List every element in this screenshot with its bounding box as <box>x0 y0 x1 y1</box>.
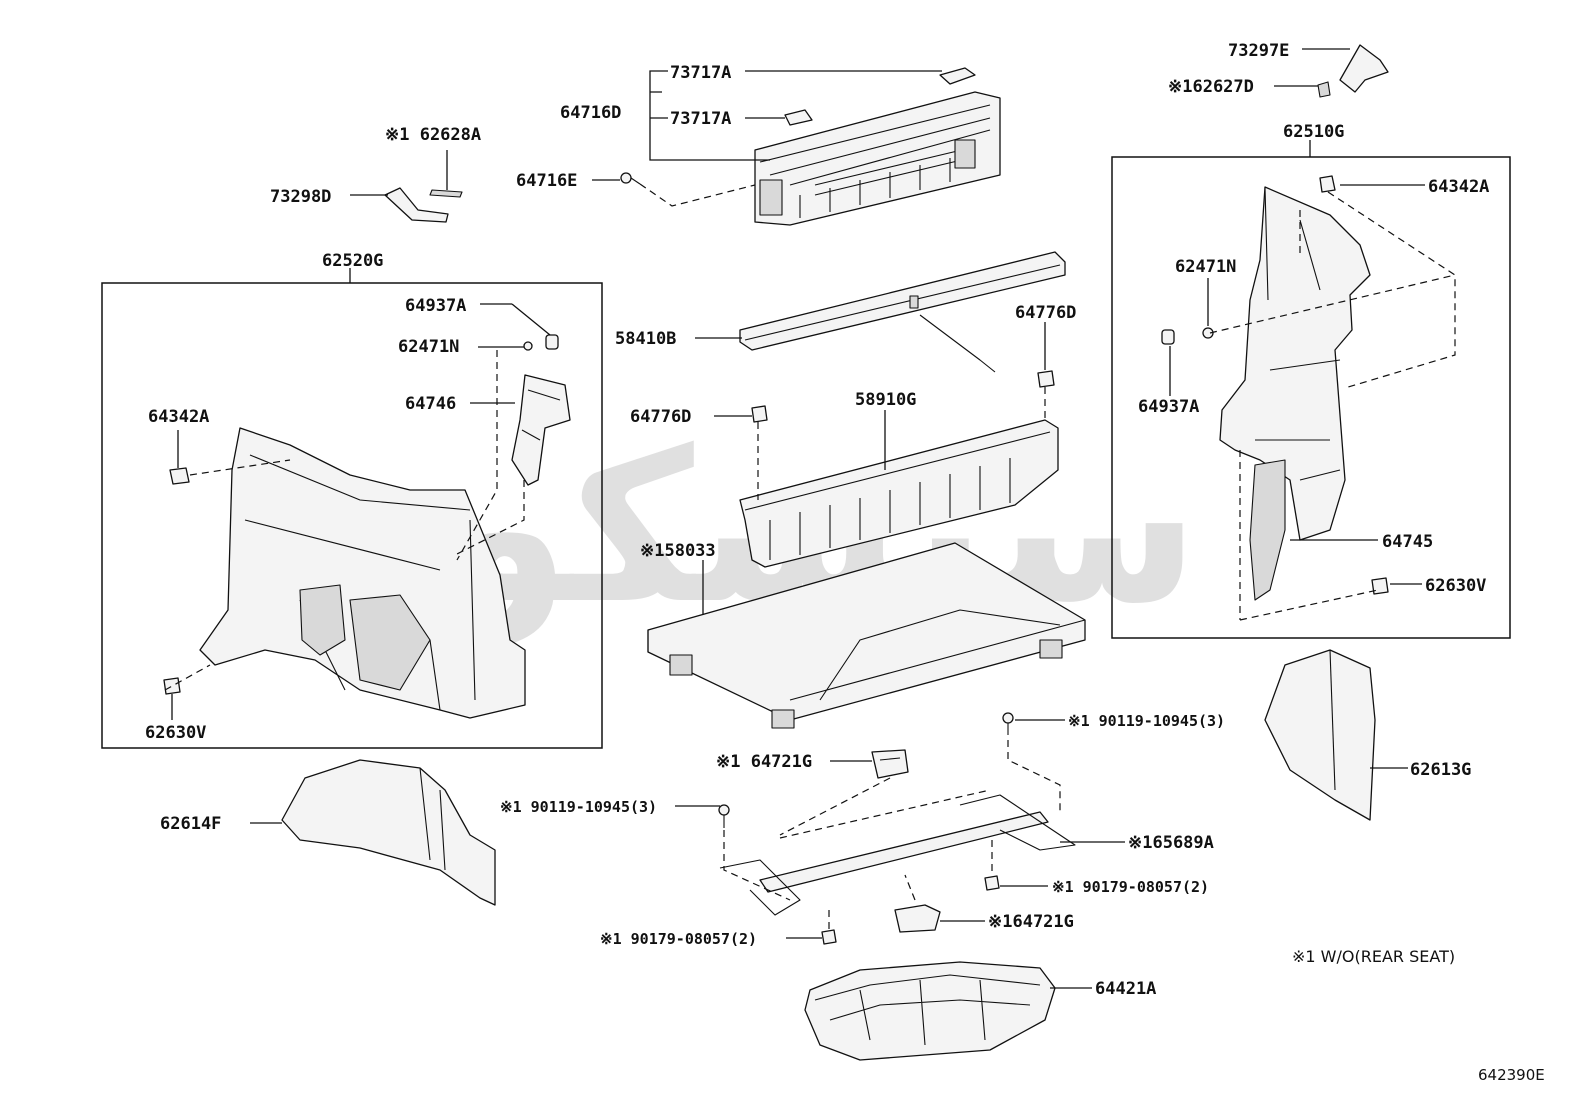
label-64342A-right: 64342A <box>1428 177 1489 197</box>
tray-64421A <box>804 961 1056 1061</box>
label-62613G: 62613G <box>1410 760 1471 780</box>
clip-64342A-left <box>169 467 190 485</box>
duct-64746 <box>511 374 571 486</box>
label-64342A-left: 64342A <box>148 407 209 427</box>
quarter-trim-right <box>1219 186 1371 601</box>
label-64937A-left: 64937A <box>405 296 466 316</box>
label-64721G-top: ※1 64721G <box>716 752 812 772</box>
cap-64937A-right <box>1161 329 1175 345</box>
clip-62471N-right <box>1202 327 1214 339</box>
bracket-64721G-bot <box>894 904 941 933</box>
bolt-90119-left <box>718 804 730 828</box>
deck-board-58910G <box>739 419 1059 568</box>
nut-90179-right <box>984 875 1000 891</box>
label-90119-right: ※1 90119-10945(3) <box>1068 712 1225 730</box>
label-64721G-bot: ※164721G <box>988 912 1074 932</box>
label-62471N-left: 62471N <box>398 337 459 357</box>
cap-73717A-mid <box>784 109 813 126</box>
cap-73717A-top <box>939 67 976 85</box>
floor-board-58033 <box>647 542 1086 729</box>
clip-62627D <box>1317 81 1331 98</box>
label-64776D-right: 64776D <box>1015 303 1076 323</box>
wheelhouse-trim-62614F <box>281 759 496 906</box>
left-group-box <box>101 282 603 749</box>
label-65689A: ※165689A <box>1128 833 1214 853</box>
screw-64716E <box>620 172 641 185</box>
label-62630V-right: 62630V <box>1425 576 1486 596</box>
label-73717A-mid: 73717A <box>670 109 731 129</box>
bar-65689A <box>719 794 1076 916</box>
label-58910G: 58910G <box>855 390 916 410</box>
clip-64776D-right <box>1037 370 1055 388</box>
label-64746: 64746 <box>405 394 456 414</box>
label-73717A-top: 73717A <box>670 63 731 83</box>
garnish-73298D <box>384 187 449 223</box>
label-62630V-left: 62630V <box>145 723 206 743</box>
bolt-90119-right <box>1002 712 1014 735</box>
label-73298D: 73298D <box>270 187 331 207</box>
nut-90179-left <box>821 929 837 945</box>
bracket-64721G-top <box>871 749 909 779</box>
quarter-trim-left <box>199 427 526 719</box>
clip-62471N-left <box>523 341 533 351</box>
label-62471N-right: 62471N <box>1175 257 1236 277</box>
label-90179-left: ※1 90179-08057(2) <box>600 930 757 948</box>
tonneau-cover-58410B <box>739 251 1066 373</box>
label-64937A-right: 64937A <box>1138 397 1199 417</box>
label-62520G: 62520G <box>322 251 383 271</box>
label-58033: ※158033 <box>640 541 716 561</box>
cover-73297E <box>1339 44 1389 93</box>
label-62614F: 62614F <box>160 814 221 834</box>
diagram-code: 642390E <box>1478 1066 1545 1084</box>
label-90119-left: ※1 90119-10945(3) <box>500 798 657 816</box>
clip-62630V-right <box>1371 577 1389 595</box>
right-group-box <box>1111 156 1511 639</box>
label-64776D-left: 64776D <box>630 407 691 427</box>
label-62510G: 62510G <box>1283 122 1344 142</box>
label-64716D: 64716D <box>560 103 621 123</box>
clip-64342A-right <box>1319 175 1336 193</box>
cap-64937A-left <box>545 334 559 350</box>
label-62628A: ※1 62628A <box>385 125 481 145</box>
clip-62630V-left <box>163 677 181 695</box>
clip-62628A <box>429 189 463 198</box>
label-64745: 64745 <box>1382 532 1433 552</box>
label-58410B: 58410B <box>615 329 676 349</box>
label-62627D: ※162627D <box>1168 77 1254 97</box>
sill-plate-part <box>754 91 1001 226</box>
label-73297E: 73297E <box>1228 41 1289 61</box>
label-64716E: 64716E <box>516 171 577 191</box>
label-90179-right: ※1 90179-08057(2) <box>1052 878 1209 896</box>
footnote: ※1 W/O(REAR SEAT) <box>1292 947 1455 966</box>
label-64421A: 64421A <box>1095 979 1156 999</box>
clip-64776D-left <box>751 405 768 423</box>
wheelhouse-trim-62613G <box>1264 649 1376 821</box>
